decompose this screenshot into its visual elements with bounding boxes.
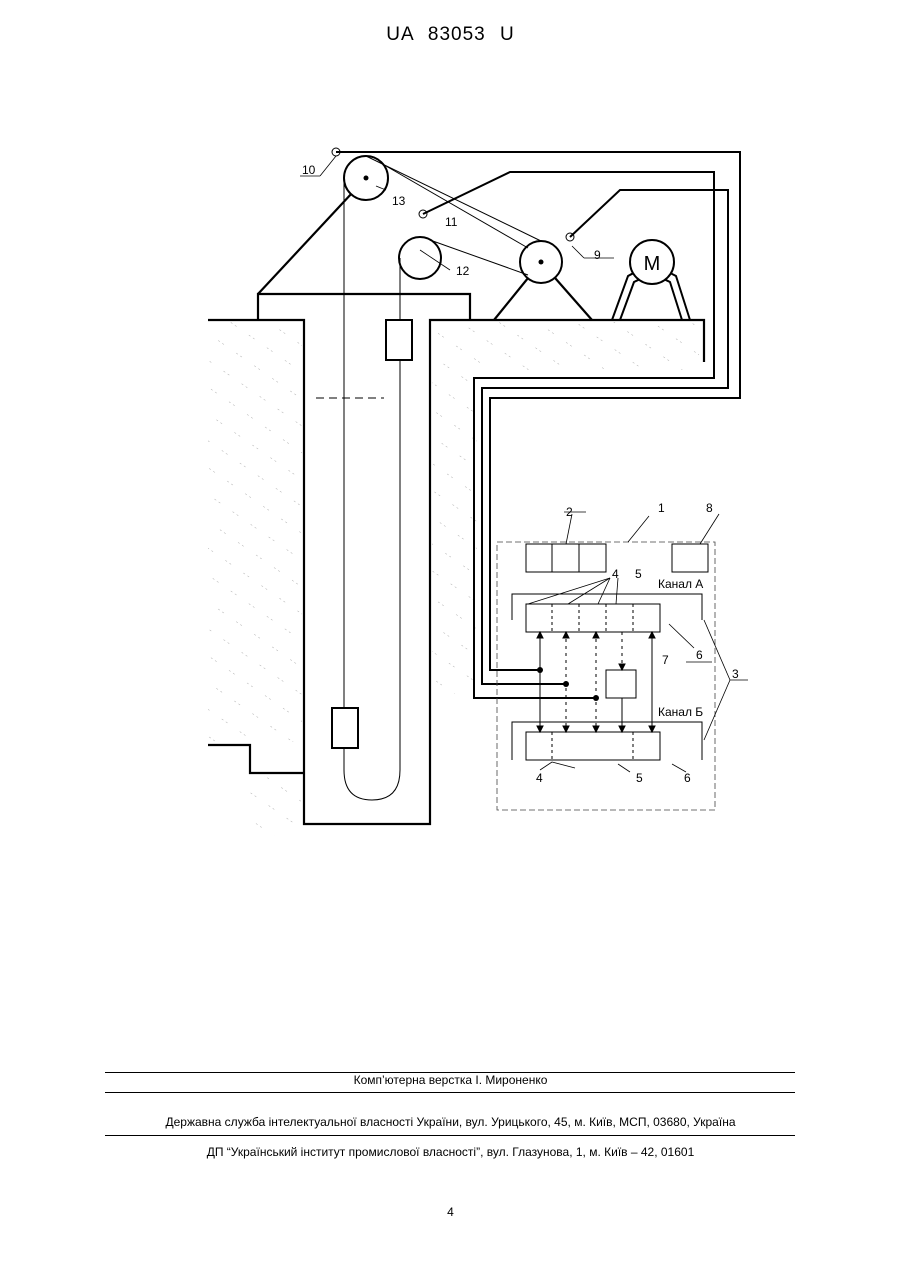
block-2: [526, 544, 606, 572]
label-7: 7: [662, 653, 669, 667]
label-4a: 4: [612, 567, 619, 581]
label-9: 9: [594, 248, 601, 262]
label-2: 2: [566, 505, 573, 519]
label-6b: 6: [684, 771, 691, 785]
label-3: 3: [732, 667, 739, 681]
signal-arrows: [537, 632, 655, 732]
page-number: 4: [0, 1205, 901, 1219]
signal-cables: [336, 152, 740, 698]
label-5b: 5: [636, 771, 643, 785]
label-4b: 4: [536, 771, 543, 785]
motor-label: M: [644, 253, 661, 275]
footer-rule-2: [105, 1092, 795, 1093]
block-8: [672, 544, 708, 572]
skip-lower: [332, 708, 358, 748]
label-11: 11: [445, 215, 458, 229]
skip-upper: [386, 320, 412, 360]
pulley-12: [399, 237, 441, 279]
ground-hatching: [208, 322, 699, 836]
label-8: 8: [706, 501, 713, 515]
channel-b-label: Канал Б: [658, 705, 703, 719]
label-12: 12: [456, 264, 470, 278]
footer-rule-3: [105, 1135, 795, 1136]
label-13: 13: [392, 194, 406, 208]
label-1: 1: [658, 501, 665, 515]
layout-credit: Комп’ютерна верстка І. Мироненко: [0, 1073, 901, 1087]
block-7: [606, 670, 636, 698]
label-6a: 6: [696, 648, 703, 662]
label-5a: 5: [635, 567, 642, 581]
headframe-platform: [258, 294, 470, 320]
label-10: 10: [302, 163, 316, 177]
headframe-strut: [258, 178, 366, 294]
channel-a-label: Канал А: [658, 577, 703, 591]
agency-address: Державна служба інтелектуальної власност…: [0, 1115, 901, 1129]
institute-address: ДП “Український інститут промислової вла…: [0, 1145, 901, 1159]
